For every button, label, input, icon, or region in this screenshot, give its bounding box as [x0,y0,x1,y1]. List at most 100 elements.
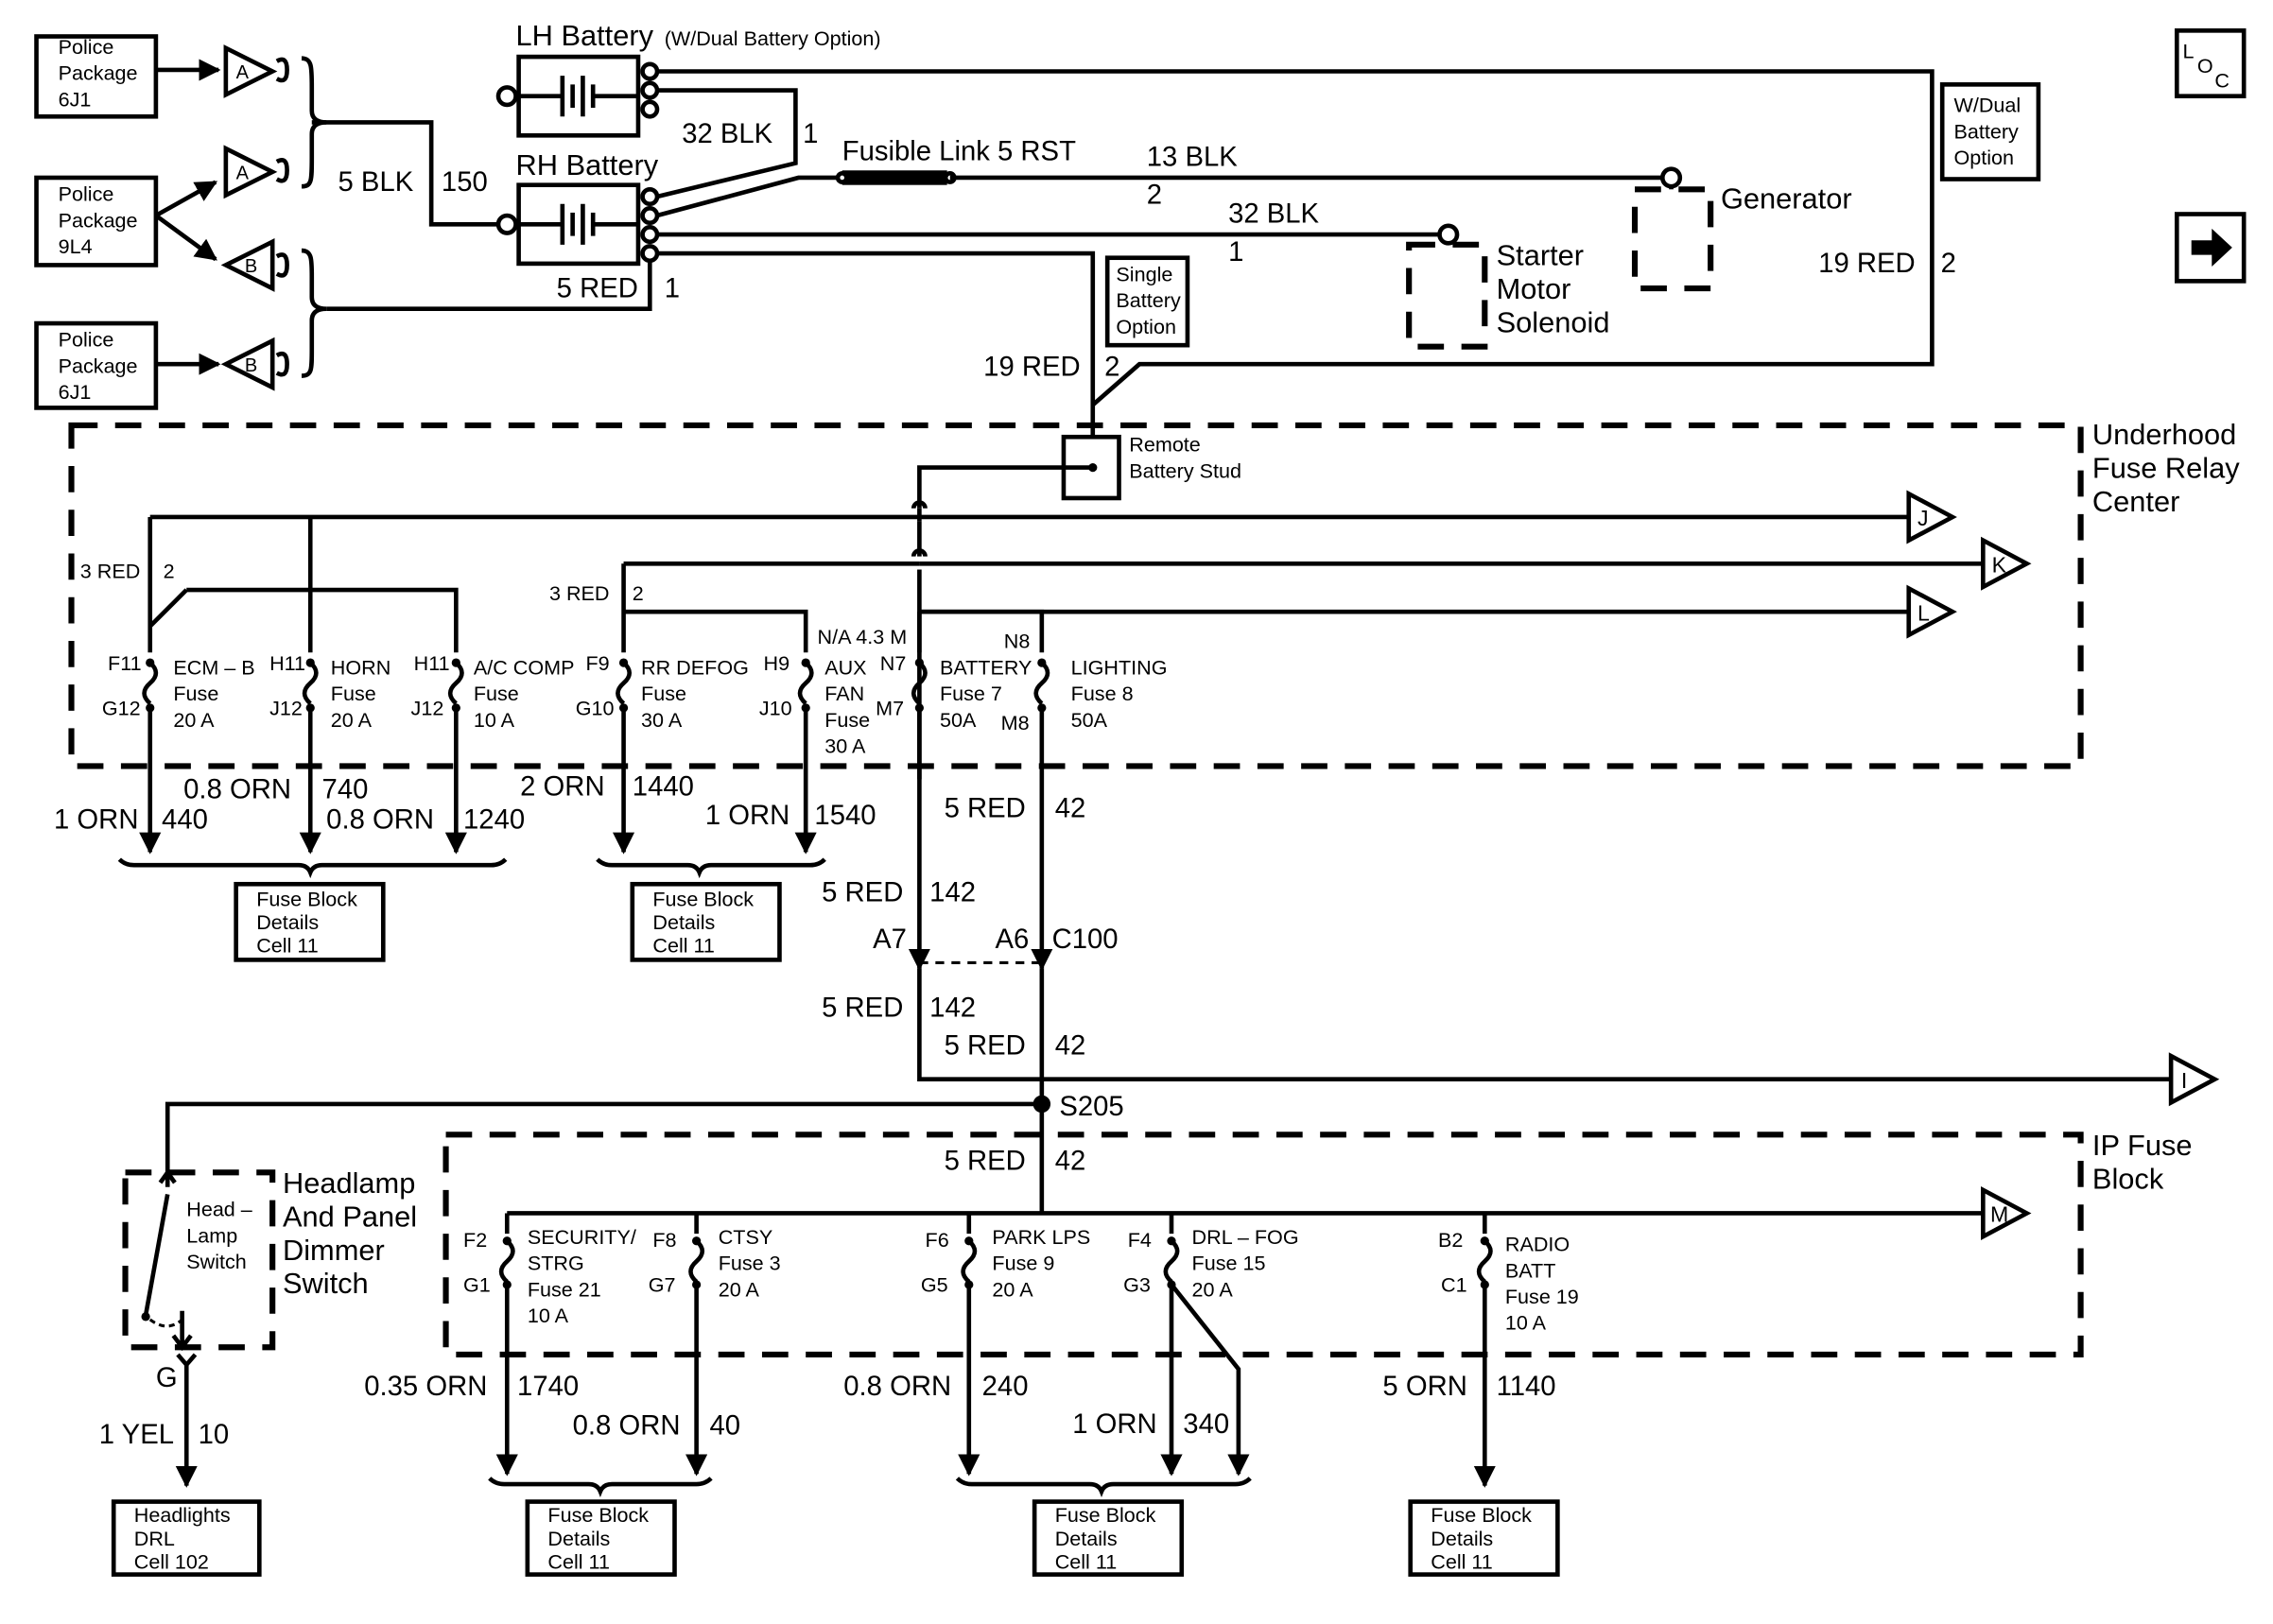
fuse-ac-comp: H11 J12 A/C COMP Fuse 10 A [411,651,575,732]
svg-text:C: C [2214,68,2230,92]
wire-label: 32 BLK [1228,199,1319,230]
svg-text:Cell 11: Cell 11 [1055,1549,1118,1573]
remote-stud-label: Battery Stud [1129,458,1241,482]
fuse-block-details-2: Fuse Block Details Cell 11 [630,881,782,962]
headlamp-switch-label: Switch [283,1267,369,1300]
wire-label: 1 ORN [705,801,789,831]
circuit-label: 440 [162,805,208,836]
wire-5blk-150 [311,120,499,227]
svg-text:Fuse 9: Fuse 9 [992,1252,1054,1275]
pin-bracket [275,351,289,377]
svg-text:Fuse Block: Fuse Block [547,1503,649,1527]
starter-label: Starter [1497,238,1584,271]
brace-top-mid [596,857,826,879]
svg-text:10 A: 10 A [1505,1311,1547,1335]
svg-text:20 A: 20 A [331,708,373,732]
svg-text:I: I [2181,1068,2187,1093]
lh-battery-label: LH Battery [516,19,654,52]
circuit-label: 740 [322,774,369,804]
svg-text:Fuse: Fuse [641,682,686,705]
wire-19red-single [657,251,1096,438]
svg-text:A: A [236,62,250,83]
police-2-arrow-a [154,180,218,218]
svg-text:Details: Details [256,910,319,934]
fuse-battery: N7 M7 BATTERY Fuse 7 50A [876,651,1032,732]
next-page-arrow-icon[interactable] [2174,212,2247,284]
svg-text:Headlights: Headlights [134,1503,231,1527]
starter-motor-solenoid [1406,241,1488,350]
connector-l: L [1906,584,1957,639]
svg-text:L: L [1917,600,1930,625]
svg-text:Fuse: Fuse [331,682,376,705]
single-battery-option: Single Battery Option [1104,255,1190,348]
svg-text:6J1: 6J1 [59,380,92,404]
svg-text:F11: F11 [108,651,142,675]
svg-text:Option: Option [1954,146,2015,169]
pin-bracket [275,157,289,183]
circuit-label: 1 [803,119,818,149]
svg-text:Cell 11: Cell 11 [1431,1549,1493,1573]
svg-text:F6: F6 [926,1228,949,1252]
generator-label: Generator [1721,181,1852,215]
svg-text:B2: B2 [1438,1228,1463,1252]
circuit-label: 42 [1055,1031,1086,1062]
wire-label: 2 ORN [520,771,604,802]
lh-battery-note: (W/Dual Battery Option) [665,26,881,50]
wire-label: 0.8 ORN [573,1411,681,1442]
svg-text:M8: M8 [1001,711,1030,734]
police-2-arrow-b [154,214,217,262]
wire-from-splice [165,1101,1045,1214]
circuit-label: 142 [929,993,976,1023]
fuse-block-details-5: Fuse Block Details Cell 11 [1408,1499,1560,1577]
svg-text:Fuse 3: Fuse 3 [719,1252,781,1275]
circuit-label: 142 [929,878,976,908]
wire-label: 5 RED [822,993,903,1023]
pin-label: A6 [996,924,1030,955]
svg-text:Fuse 19: Fuse 19 [1505,1285,1579,1308]
fuse-radio-batt: B2 C1 RADIO BATT Fuse 19 10 A [1438,1228,1579,1335]
svg-text:K: K [1992,553,2007,578]
svg-text:G5: G5 [921,1273,948,1297]
svg-text:N8: N8 [1004,630,1031,653]
wire-label: 0.8 ORN [326,805,434,836]
wire-label: 5 ORN [1382,1372,1466,1402]
splice-label: S205 [1059,1092,1123,1122]
svg-text:J10: J10 [759,697,792,720]
circuit-label: 42 [1055,793,1086,823]
starter-label: Motor [1497,272,1571,305]
remote-stud-label: Remote [1129,433,1201,457]
wire-label: 1 YEL [99,1420,174,1450]
svg-text:H9: H9 [763,651,789,675]
connector-a-2: A [223,145,278,199]
svg-text:10 A: 10 A [528,1304,569,1327]
svg-text:G12: G12 [102,697,141,720]
svg-text:B: B [245,355,257,376]
fuse-block-details-3: Fuse Block Details Cell 11 [525,1499,677,1577]
svg-text:RR DEFOG: RR DEFOG [641,655,749,679]
headlights-drl-box: Headlights DRL Cell 102 [111,1499,262,1577]
wire-label: 5 RED [945,793,1026,823]
pin-label: G [156,1363,178,1393]
circuit-label: 1440 [633,771,694,802]
generator [1631,186,1714,292]
wire-label: 0.35 ORN [364,1372,487,1402]
switch-output [171,1310,193,1352]
svg-text:Police: Police [59,35,114,59]
generator-terminal [1659,166,1683,189]
bus-ip [504,1211,1984,1235]
svg-text:F4: F4 [1128,1228,1152,1252]
wire-label: 3 RED [80,560,141,583]
wire-fusible-feed [656,175,842,218]
svg-text:50A: 50A [1071,708,1108,732]
fuse-block-details-1: Fuse Block Details Cell 11 [234,881,386,962]
connector-b-2: B [220,337,275,391]
svg-text:Police: Police [59,328,114,352]
svg-text:B: B [245,256,257,277]
fusible-link [842,170,947,185]
wire-label: 3 RED [549,581,610,605]
svg-text:J12: J12 [269,697,303,720]
fusible-label: Fusible Link 5 RST [842,136,1076,166]
connector-k: K [1981,536,2032,591]
headlamp-switch-label: And Panel [283,1200,417,1233]
